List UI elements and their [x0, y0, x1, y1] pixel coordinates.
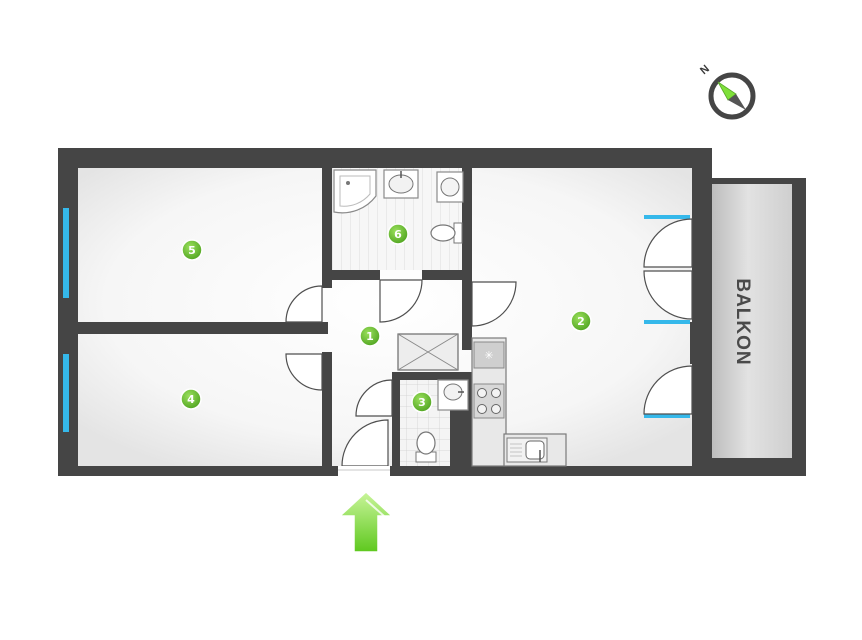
- bathroom-sink: [383, 169, 419, 199]
- room-badge-2: 2: [570, 310, 592, 332]
- svg-text:✳: ✳: [484, 349, 493, 362]
- entrance-opening: [338, 466, 390, 476]
- window-room-4: [63, 354, 69, 432]
- door-room-5: [285, 285, 323, 323]
- door-room-4: [285, 353, 323, 391]
- doors: [285, 218, 693, 467]
- door-room-2: [471, 281, 517, 327]
- door-balcony-lower: [643, 365, 693, 415]
- compass-icon: N: [698, 63, 756, 120]
- door-balcony-upper-2: [643, 270, 693, 320]
- wc-toilet: [415, 431, 437, 463]
- door-bathroom: [379, 279, 423, 323]
- hall-wardrobe: [397, 333, 459, 371]
- room-badge-1: 1: [359, 325, 381, 347]
- compass-north-label: N: [698, 63, 712, 77]
- room-number-1: 1: [366, 330, 374, 343]
- entrance-arrow-icon: [338, 490, 394, 553]
- balcony-floor: [712, 184, 792, 458]
- room-badge-6: 6: [387, 223, 409, 245]
- kitchen-sink: [506, 437, 548, 463]
- kitchen: ✳: [471, 337, 567, 467]
- room-number-5: 5: [188, 244, 196, 257]
- door-balcony-upper-1: [643, 218, 693, 268]
- door-wc: [355, 379, 393, 417]
- room-badge-4: 4: [180, 388, 202, 410]
- shower: [333, 169, 377, 214]
- room-number-2: 2: [577, 315, 585, 328]
- balcony-label: BALKON: [732, 278, 753, 365]
- fridge: [473, 341, 505, 369]
- room-number-6: 6: [394, 228, 402, 241]
- windows: [63, 208, 690, 432]
- stove: [473, 383, 505, 419]
- room-badge-5: 5: [181, 239, 203, 261]
- room-number-3: 3: [418, 396, 426, 409]
- window-piers: [58, 298, 712, 364]
- room-badge-3: 3: [411, 391, 433, 413]
- wc-sink: [437, 379, 469, 411]
- washing-machine: [436, 171, 464, 203]
- door-entrance: [341, 419, 389, 467]
- room-number-4: 4: [187, 393, 195, 406]
- window-room-5: [63, 208, 69, 298]
- bathroom-toilet: [430, 222, 463, 244]
